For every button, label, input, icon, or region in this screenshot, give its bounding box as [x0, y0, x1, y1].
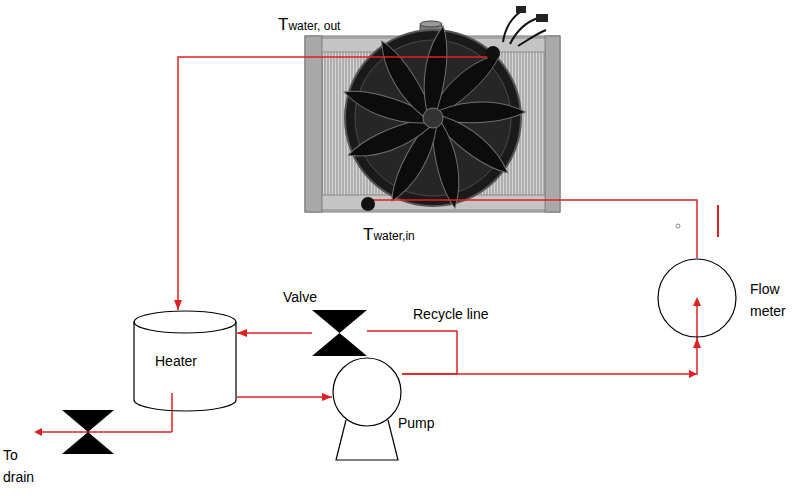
component-label: Heater — [155, 352, 197, 370]
component-label: Flow meter — [750, 278, 800, 322]
annotation-label: To drain — [3, 444, 47, 488]
temperature-label: Twater,in — [363, 226, 415, 245]
circle-outline — [657, 258, 737, 338]
flow-arrow — [696, 302, 698, 338]
valve-node: Valve — [312, 310, 367, 356]
hourglass-outline — [312, 310, 367, 356]
inlet-sensor — [361, 197, 375, 211]
radiator — [305, 6, 560, 212]
flow-arrowhead — [689, 370, 697, 378]
flow-arrowhead — [693, 297, 701, 306]
pipe-label: Recycle line — [413, 305, 488, 323]
flow-meter-symbol — [658, 259, 736, 337]
fan-blades — [344, 26, 525, 208]
small-mark — [676, 224, 680, 228]
pipe-connector — [178, 57, 300, 310]
pipe-connector — [237, 396, 332, 398]
pipe-stub — [300, 56, 493, 58]
pipe-connector — [237, 332, 312, 334]
heater-tank — [134, 322, 236, 411]
valve-symbol — [312, 310, 367, 356]
flow-meter-node: Flow meter — [657, 258, 737, 338]
pump-node: Pump — [332, 357, 402, 463]
red-mark — [717, 205, 719, 237]
heater-node: Heater — [133, 310, 237, 412]
temperature-label: Twater, out — [278, 16, 340, 35]
drain-valve — [62, 410, 114, 454]
drain-pipe — [42, 431, 172, 433]
wire-connector — [536, 14, 548, 22]
radiator-tank — [305, 36, 322, 212]
outlet-sensor — [486, 46, 500, 60]
radiator-tank — [545, 36, 560, 212]
filler-cap — [420, 21, 442, 27]
radiator-node: Twater, outTwater,in — [300, 25, 565, 212]
pump-symbol — [333, 358, 401, 426]
component-label: Pump — [398, 414, 435, 432]
pipe-connector — [367, 331, 457, 374]
component-label: Valve — [283, 288, 317, 306]
pipe-connector — [565, 200, 697, 258]
pump-outline — [332, 357, 402, 463]
drain-pipe — [171, 393, 173, 432]
drain-arrowhead — [34, 428, 42, 436]
fan-blade — [392, 26, 482, 115]
wire-connector — [516, 6, 526, 13]
pipe-stub — [370, 199, 565, 201]
heater-lid — [134, 311, 236, 333]
pipe-connector — [402, 338, 697, 374]
fan-hub — [423, 108, 443, 128]
